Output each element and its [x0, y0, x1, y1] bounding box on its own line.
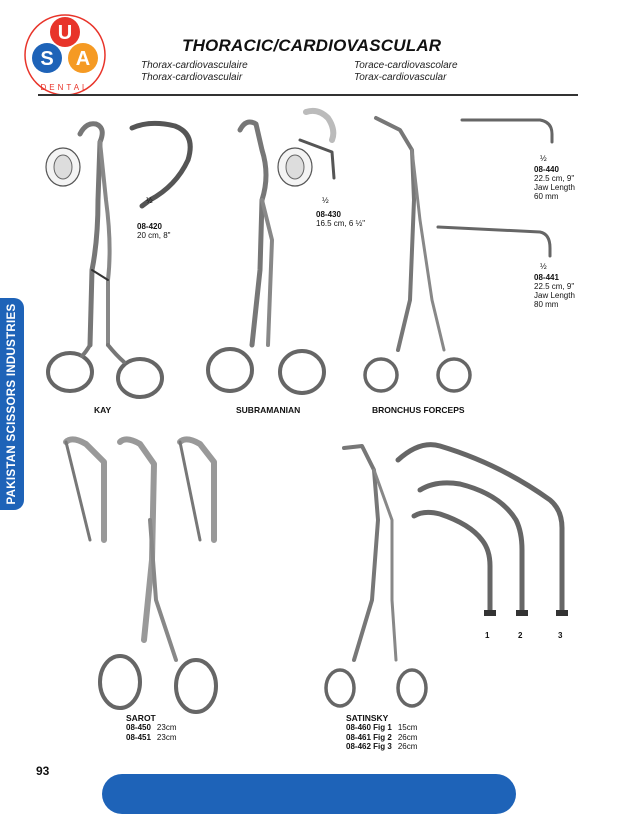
logo-letter-u: U	[58, 22, 72, 44]
logo-letter-a: A	[76, 48, 90, 70]
table-row: 08-460 Fig 1 15cm	[346, 723, 423, 733]
bronchus-441-jaw-length: 80 mm	[534, 300, 559, 309]
sarot-code: 08-451	[126, 732, 151, 742]
kay-name: KAY	[94, 405, 112, 415]
table-row: 08-450 23cm	[126, 723, 182, 733]
satinsky-fig-label-3: 3	[558, 631, 563, 640]
sidebar-tab	[0, 298, 24, 510]
sarot-size: 23cm	[156, 723, 177, 732]
kay-scale: ½	[146, 196, 153, 205]
sarot-name: SAROT	[126, 713, 156, 723]
satinsky-jaw-figures	[395, 442, 568, 616]
subtitle-es: Torax-cardiovascular	[354, 72, 447, 83]
satinsky-clamp-illustration	[324, 444, 428, 708]
bronchus-name: BRONCHUS FORCEPS	[372, 405, 465, 415]
sarot-code-table: 08-450 23cm 08-451 23cm	[126, 723, 182, 742]
kay-code: 08-420	[137, 222, 162, 231]
satinsky-code: 08-461 Fig 2	[346, 732, 392, 742]
bronchus-440-code: 08-440	[534, 165, 559, 174]
satinsky-code: 08-460 Fig 1	[346, 723, 392, 732]
satinsky-fig-label-2: 2	[518, 631, 523, 640]
logo-letter-s: S	[40, 48, 53, 70]
satinsky-size: 26cm	[397, 742, 418, 751]
bronchus-440-jaw-label: Jaw Length	[534, 183, 575, 192]
subramanian-code: 08-430	[316, 210, 341, 219]
satinsky-size: 15cm	[397, 723, 418, 732]
kay-clamp-illustration	[45, 120, 193, 399]
satinsky-code-table: 08-460 Fig 1 15cm 08-461 Fig 2 26cm 08-462…	[346, 723, 423, 752]
sarot-clamp-illustration	[63, 436, 218, 714]
subramanian-clamp-illustration	[206, 107, 337, 395]
kay-size: 20 cm, 8"	[137, 231, 171, 240]
header-divider	[38, 94, 578, 96]
satinsky-name: SATINSKY	[346, 713, 389, 723]
table-row: 08-451 23cm	[126, 733, 182, 743]
sarot-code: 08-450	[126, 723, 151, 732]
footer-bar	[102, 774, 516, 814]
bronchus-441-size: 22.5 cm, 9"	[534, 282, 575, 291]
subtitle-nl: Thorax-cardiovasculair	[141, 72, 243, 83]
bronchus-441-scale: ½	[540, 262, 547, 271]
bronchus-441-code: 08-441	[534, 273, 559, 282]
satinsky-size: 26cm	[397, 732, 418, 742]
bronchus-440-size: 22.5 cm, 9"	[534, 174, 575, 183]
logo-ring-text: DENTAL	[41, 83, 90, 92]
subramanian-scale: ½	[322, 196, 329, 205]
subtitle-fr: Thorax-cardiovasculaire	[141, 60, 248, 71]
sarot-size: 23cm	[156, 732, 177, 742]
sarot-label-block: SAROT 08-450 23cm 08-451 23cm	[126, 713, 182, 742]
usa-dental-logo: U S A DENTAL	[24, 14, 106, 96]
bronchus-441-jaw-label: Jaw Length	[534, 291, 575, 300]
satinsky-fig-label-1: 1	[485, 631, 490, 640]
subramanian-name: SUBRAMANIAN	[236, 405, 301, 415]
table-row: 08-462 Fig 3 26cm	[346, 742, 423, 752]
bronchus-440-scale: ½	[540, 154, 547, 163]
page-title: THORACIC/CARDIOVASCULAR	[182, 36, 442, 55]
bronchus-forceps-illustration	[363, 116, 554, 393]
subtitle-it: Torace-cardiovascolare	[354, 60, 458, 71]
page-number: 93	[36, 764, 50, 778]
table-row: 08-461 Fig 2 26cm	[346, 733, 423, 743]
satinsky-label-block: SATINSKY 08-460 Fig 1 15cm 08-461 Fig 2 26…	[346, 713, 423, 752]
subramanian-size: 16.5 cm, 6 ½"	[316, 219, 366, 228]
bronchus-440-jaw-length: 60 mm	[534, 192, 559, 201]
satinsky-code: 08-462 Fig 3	[346, 742, 392, 751]
